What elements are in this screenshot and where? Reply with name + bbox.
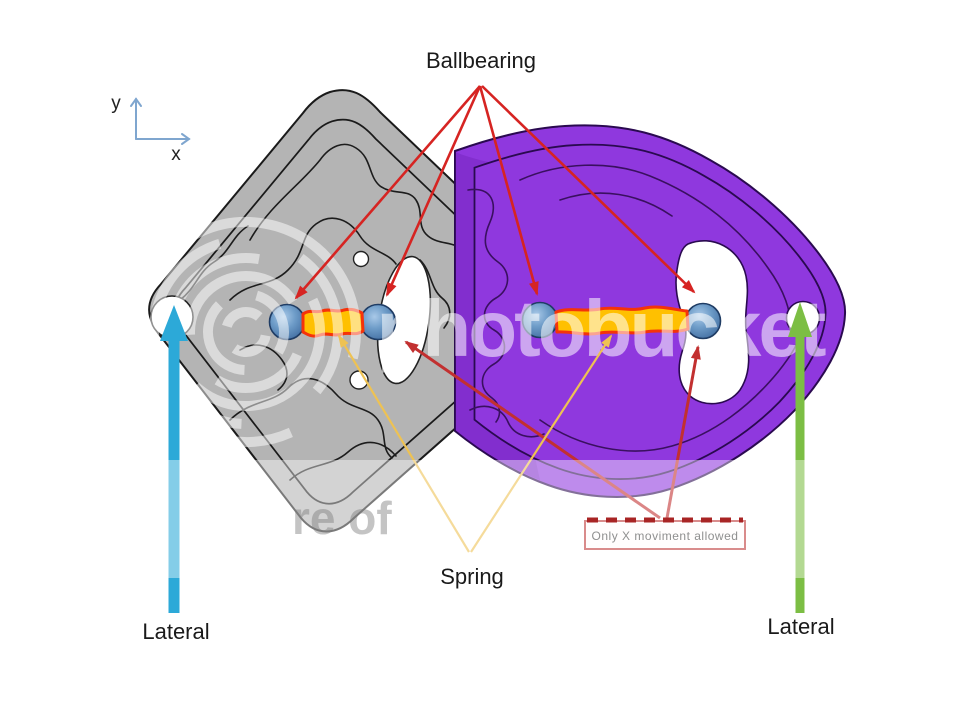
constraint-pointer-line (665, 345, 701, 519)
spring-pointer-arrows (337, 334, 613, 553)
lateral-arrow-right (788, 302, 812, 613)
lateral-arrow-right-head (788, 302, 812, 337)
spring-pointer-line (337, 334, 470, 553)
ballbearing-pointer-line (478, 85, 539, 296)
constraint-box: Only X moviment allowed (584, 517, 746, 550)
ballbearing-label: Ballbearing (426, 48, 536, 73)
axis-indicator (130, 97, 191, 145)
gray-plate-small-hole-top (352, 250, 370, 268)
lateral-arrow-right-shaft (795, 334, 805, 613)
x-axis-label: x (171, 144, 181, 165)
watermark-band-text: re of (292, 492, 392, 544)
spring-label: Spring (440, 564, 504, 589)
photobucket-watermark-text: photobucket (377, 284, 826, 373)
ballbearing-pointer-line (385, 85, 482, 297)
lateral-arrow-left-shaft (168, 338, 180, 613)
constraint-box-label: Only X moviment allowed (592, 529, 739, 543)
y-axis-label: y (111, 93, 121, 114)
spring-right (554, 305, 690, 336)
ballbearing-pointer-line (481, 85, 696, 294)
lateral-label-right: Lateral (767, 614, 834, 639)
constraint-box-frame (584, 520, 746, 550)
constraint-pointer-arrows (404, 340, 701, 520)
spring-pointer-line (470, 334, 613, 553)
watermark-swirl-logo (131, 217, 361, 447)
lateral-label-left: Lateral (142, 619, 209, 644)
purple-plate-channels (467, 164, 801, 452)
lateral-arrow-left (160, 305, 188, 613)
constraint-pointer-line (404, 340, 661, 520)
ballbearing-pointer-arrows (294, 85, 696, 300)
watermark-band (0, 460, 960, 578)
ballbearing-pointer-line (294, 85, 481, 300)
lateral-arrow-left-head (160, 305, 188, 341)
